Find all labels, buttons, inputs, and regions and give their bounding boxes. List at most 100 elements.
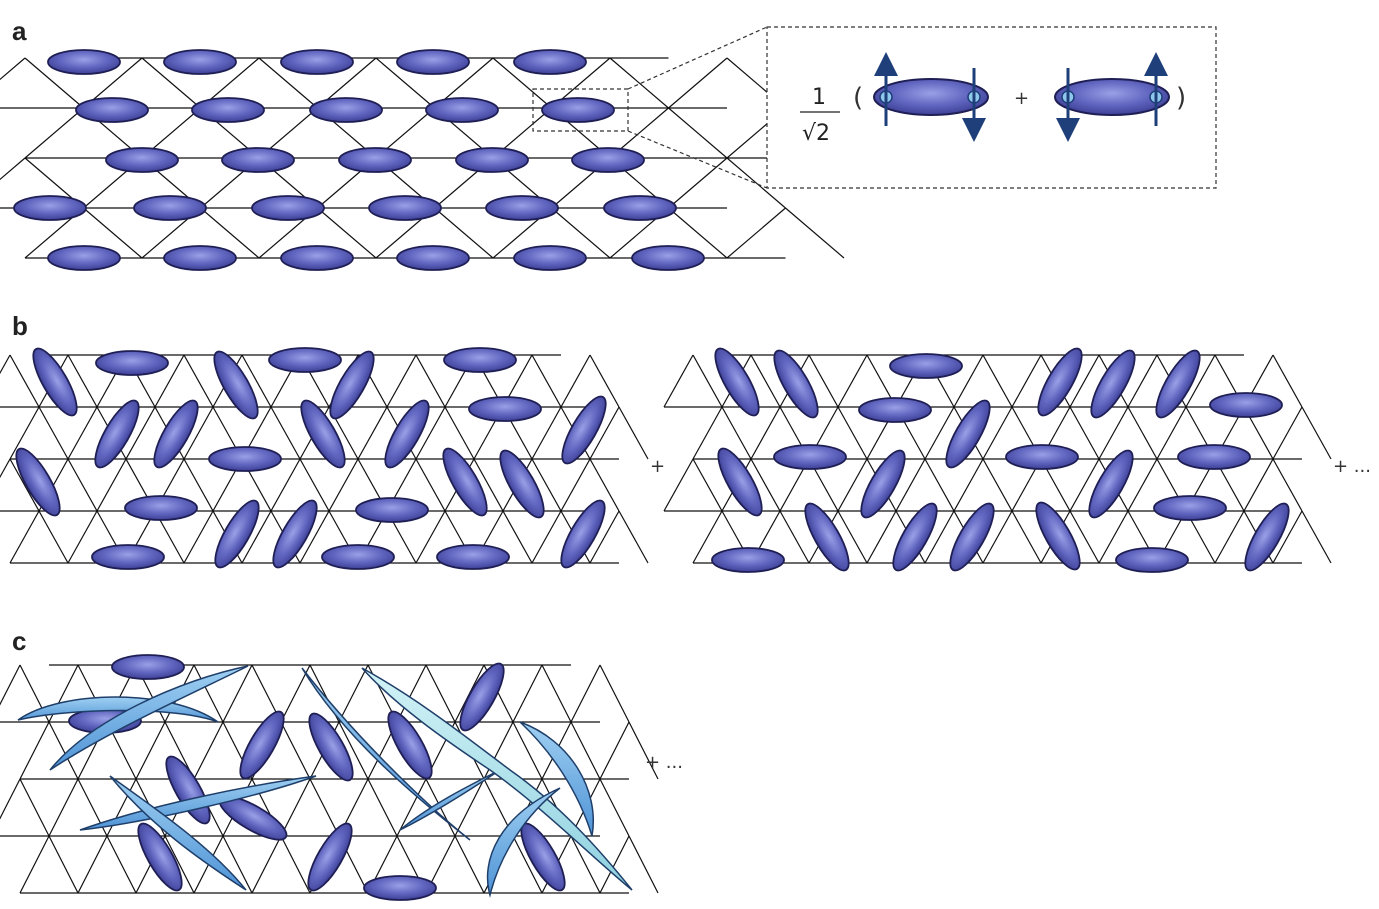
lattice-bond bbox=[1069, 406, 1100, 460]
valence-bond-dimer bbox=[396, 245, 470, 271]
lattice-bond bbox=[38, 510, 69, 564]
lattice-bond bbox=[67, 458, 98, 512]
lattice-bond bbox=[193, 664, 224, 723]
lattice-bond bbox=[924, 406, 955, 460]
lattice-bond bbox=[415, 406, 446, 460]
lattice-bond bbox=[444, 406, 475, 460]
lattice-bond bbox=[357, 406, 388, 460]
lattice-bond bbox=[280, 778, 311, 837]
lattice-bond bbox=[1098, 510, 1129, 564]
continuation-b: + ... bbox=[1333, 456, 1371, 477]
lattice-bond bbox=[48, 778, 79, 837]
lattice-bond bbox=[692, 458, 723, 512]
valence-bond-dimer bbox=[280, 49, 354, 75]
lattice-bond bbox=[599, 835, 630, 894]
lattice-bond bbox=[531, 354, 562, 408]
lattice-bond bbox=[628, 721, 659, 780]
lattice-bond bbox=[1301, 406, 1332, 460]
lattice-bond bbox=[502, 510, 533, 564]
valence-bond-dimer bbox=[513, 49, 587, 75]
lattice-bond bbox=[1127, 354, 1158, 408]
lattice-bond bbox=[541, 664, 572, 723]
lattice-bond bbox=[531, 510, 562, 564]
lattice-bond bbox=[589, 354, 620, 408]
lattice-bond bbox=[512, 721, 543, 780]
lattice-bond bbox=[560, 354, 591, 408]
lattice-bond bbox=[67, 406, 98, 460]
lattice-bond bbox=[396, 664, 427, 723]
valence-bond-dimer bbox=[251, 195, 325, 221]
lattice-bond bbox=[67, 510, 98, 564]
valence-bond-dimer bbox=[47, 49, 121, 75]
lattice-bond bbox=[1069, 510, 1100, 564]
valence-bond-dimer bbox=[459, 662, 505, 732]
lattice-bond bbox=[589, 510, 620, 564]
valence-bond-dimer bbox=[860, 449, 906, 519]
lattice-bond bbox=[96, 458, 127, 512]
lattice-bond bbox=[9, 406, 40, 460]
valence-bond-dimer bbox=[436, 544, 510, 570]
long-range-bonds bbox=[17, 665, 633, 898]
open-paren: ( bbox=[853, 83, 863, 113]
lattice-bond bbox=[1272, 510, 1303, 564]
lattice-bond bbox=[692, 510, 723, 564]
valence-bond-dimer bbox=[329, 350, 375, 420]
lattice-bond bbox=[222, 664, 253, 723]
lattice-bond bbox=[599, 778, 630, 837]
lattice-bond bbox=[628, 835, 659, 894]
lattice-bond bbox=[0, 778, 21, 820]
lattice-bond bbox=[492, 57, 552, 109]
lattice-bond bbox=[183, 406, 214, 460]
valence-bond-dimer bbox=[309, 97, 383, 123]
valence-bond-dimer bbox=[239, 710, 285, 780]
close-paren: ) bbox=[1176, 83, 1186, 113]
lattice-bond bbox=[1011, 354, 1042, 408]
valence-bond-dimer bbox=[1244, 502, 1290, 572]
lattice-bond bbox=[19, 778, 50, 837]
lattice-bond bbox=[425, 664, 456, 723]
continuation-c: + ... bbox=[645, 752, 683, 773]
lattice-bond bbox=[512, 664, 543, 723]
singlet-equation: 1 √2 ( + ) bbox=[800, 52, 1186, 146]
panel-b: b + + ... bbox=[0, 311, 1371, 573]
valence-bond-dimer bbox=[300, 399, 346, 469]
lattice-bond bbox=[1069, 354, 1100, 408]
lattice-bond bbox=[251, 835, 282, 894]
lattice-bond bbox=[375, 57, 435, 109]
valence-bond-dimer bbox=[105, 147, 179, 173]
lattice-bond bbox=[779, 510, 810, 564]
lattice-bond bbox=[454, 835, 485, 894]
panel-label-b: b bbox=[12, 311, 28, 341]
lattice-bond bbox=[328, 458, 359, 512]
lattice-bond bbox=[982, 510, 1013, 564]
lattice-bond bbox=[531, 406, 562, 460]
lattice-bond bbox=[953, 458, 984, 512]
long-bond bbox=[109, 775, 247, 891]
dimers-a bbox=[13, 49, 705, 271]
valence-bond-dimer bbox=[1155, 349, 1201, 419]
zoom-connector-top bbox=[627, 26, 768, 90]
lattice-bond bbox=[663, 458, 694, 512]
lattice-bond bbox=[38, 406, 69, 460]
lattice-bond bbox=[924, 510, 955, 564]
lattice-bond bbox=[270, 458, 301, 512]
valence-bond-dimer bbox=[425, 97, 499, 123]
valence-bond-dimer bbox=[15, 447, 61, 517]
lattice-bond bbox=[599, 721, 630, 780]
lattice-bond bbox=[141, 57, 201, 109]
lattice-bond bbox=[1011, 510, 1042, 564]
valence-bond-dimer bbox=[485, 195, 559, 221]
fraction-numerator: 1 bbox=[812, 85, 826, 110]
lattice-bond bbox=[200, 207, 260, 259]
valence-bond-dimer bbox=[137, 822, 183, 892]
valence-bond-dimer bbox=[213, 350, 259, 420]
lattice-bond bbox=[67, 354, 98, 408]
lattice-bond bbox=[1069, 458, 1100, 512]
panel-label-c: c bbox=[12, 626, 26, 656]
lattice-bond bbox=[415, 354, 446, 408]
zoom-box bbox=[532, 88, 629, 132]
lattice-bond bbox=[837, 510, 868, 564]
lattice-bond bbox=[599, 664, 630, 723]
lattice-bond bbox=[726, 157, 786, 209]
valence-bond-dimer bbox=[455, 147, 529, 173]
